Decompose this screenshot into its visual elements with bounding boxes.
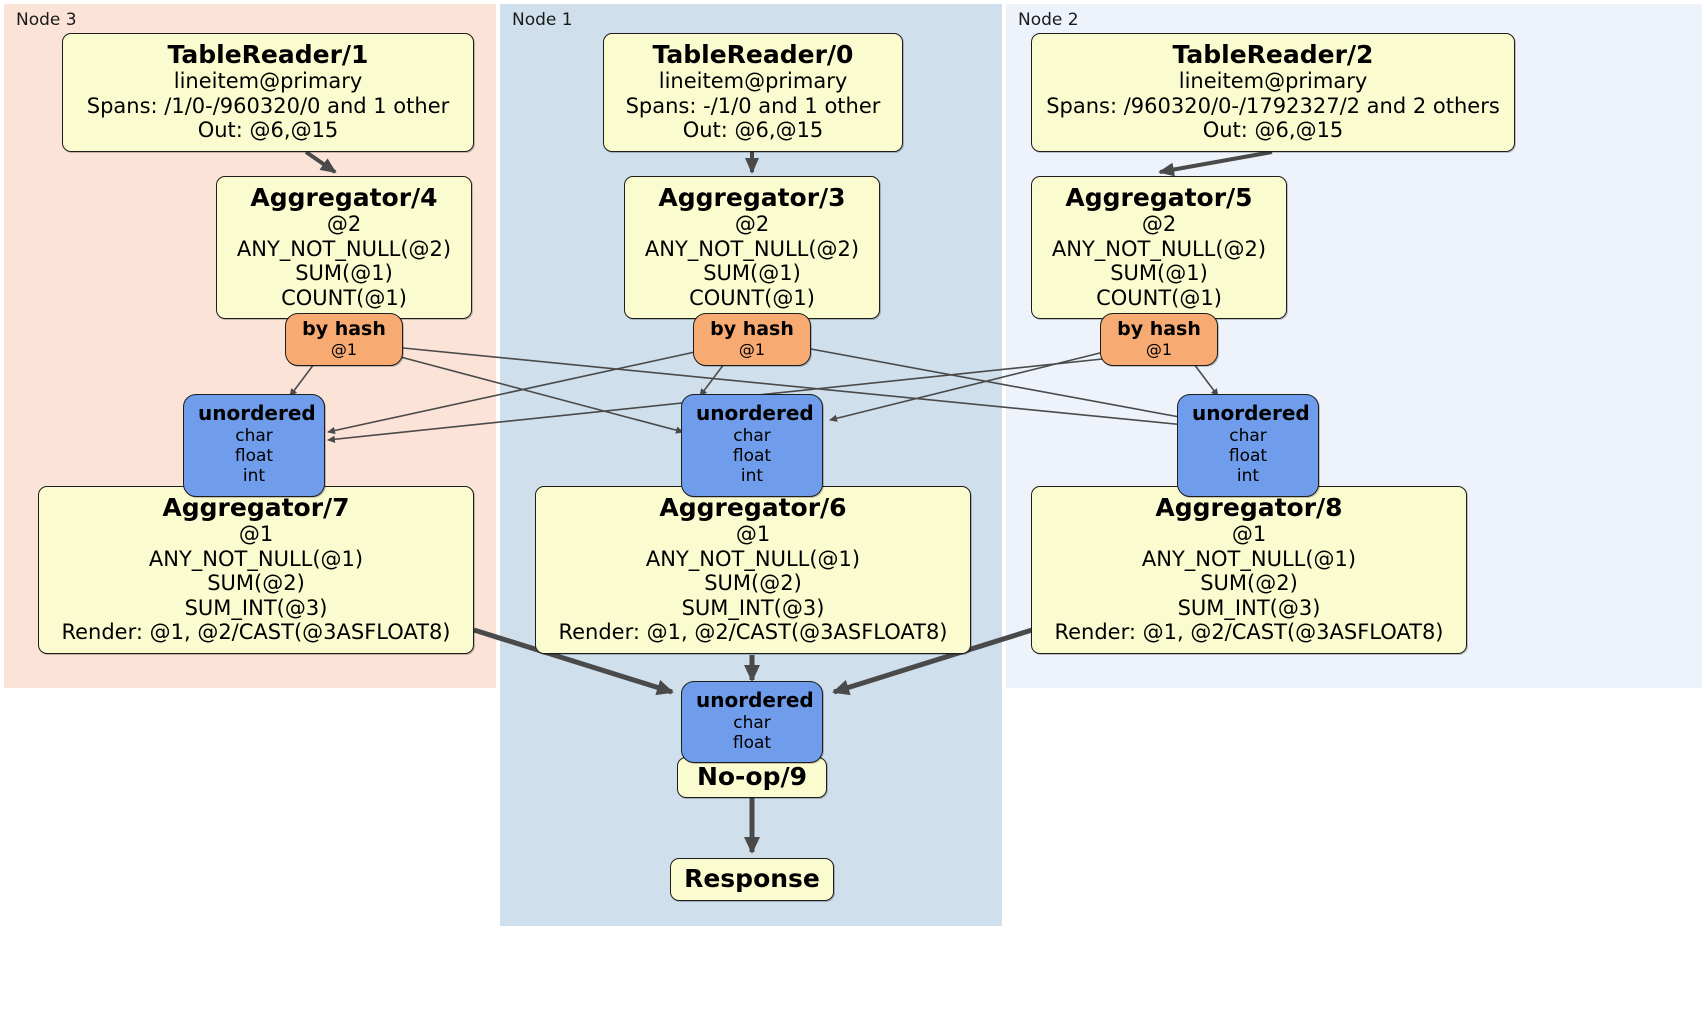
- router-line: int: [1236, 466, 1260, 487]
- processor-line: Out: @6,@15: [1202, 118, 1344, 143]
- processor-line: SUM_INT(@3): [681, 595, 825, 620]
- router-line: char: [733, 425, 771, 446]
- processor-title: Aggregator/8: [1155, 493, 1343, 522]
- processor-title: TableReader/2: [1172, 40, 1374, 69]
- processor-line: COUNT(@1): [281, 285, 407, 310]
- node-panel-label-node3: Node 3: [16, 10, 77, 30]
- processor-line: SUM(@1): [295, 261, 393, 286]
- router-line: int: [740, 466, 764, 487]
- processor-line: Render: @1, @2/CAST(@3ASFLOAT8): [558, 620, 948, 645]
- processor-line: COUNT(@1): [689, 285, 815, 310]
- router-title: unordered: [1192, 401, 1310, 425]
- router-line: char: [235, 425, 273, 446]
- processor-response[interactable]: Response: [670, 858, 834, 901]
- router-line: @1: [330, 339, 358, 359]
- router-title: unordered: [696, 688, 814, 712]
- router-line: float: [234, 445, 274, 466]
- processor-table-reader-1[interactable]: TableReader/1 lineitem@primary Spans: /1…: [62, 33, 474, 152]
- router-title: by hash: [710, 318, 794, 340]
- processor-aggregator-4[interactable]: Aggregator/4 @2 ANY_NOT_NULL(@2) SUM(@1)…: [216, 176, 472, 320]
- router-line: char: [733, 712, 771, 733]
- processor-line: Spans: /1/0-/960320/0 and 1 other: [86, 93, 450, 118]
- processor-line: SUM(@1): [1110, 261, 1208, 286]
- processor-line: ANY_NOT_NULL(@2): [1051, 236, 1267, 261]
- processor-line: Render: @1, @2/CAST(@3ASFLOAT8): [61, 620, 451, 645]
- processor-line: ANY_NOT_NULL(@2): [236, 236, 452, 261]
- processor-line: @1: [1231, 522, 1267, 546]
- processor-line: ANY_NOT_NULL(@1): [645, 546, 861, 571]
- router-line: float: [732, 732, 772, 753]
- router-unordered-right[interactable]: unordered char float int: [1177, 394, 1319, 497]
- router-line: @1: [1145, 339, 1173, 359]
- processor-title: No-op/9: [696, 762, 808, 791]
- router-by-hash-center[interactable]: by hash @1: [693, 313, 811, 367]
- processor-table-reader-0[interactable]: TableReader/0 lineitem@primary Spans: -/…: [603, 33, 903, 152]
- processor-line: @1: [735, 522, 771, 546]
- router-by-hash-right[interactable]: by hash @1: [1100, 313, 1218, 367]
- processor-line: @2: [734, 212, 770, 236]
- processor-line: SUM_INT(@3): [184, 595, 328, 620]
- processor-line: @2: [326, 212, 362, 236]
- processor-line: Spans: /960320/0-/1792327/2 and 2 others: [1046, 93, 1500, 118]
- router-line: char: [1229, 425, 1267, 446]
- processor-line: SUM_INT(@3): [1177, 595, 1321, 620]
- router-title: unordered: [198, 401, 316, 425]
- processor-line: Out: @6,@15: [682, 118, 824, 143]
- processor-table-reader-2[interactable]: TableReader/2 lineitem@primary Spans: /9…: [1031, 33, 1515, 152]
- processor-noop-9[interactable]: No-op/9: [677, 757, 827, 798]
- node-panel-label-node2: Node 2: [1018, 10, 1079, 30]
- processor-line: ANY_NOT_NULL(@2): [644, 236, 860, 261]
- router-by-hash-left[interactable]: by hash @1: [285, 313, 403, 367]
- node-panel-label-node1: Node 1: [512, 10, 573, 30]
- processor-aggregator-3[interactable]: Aggregator/3 @2 ANY_NOT_NULL(@2) SUM(@1)…: [624, 176, 880, 320]
- router-line: float: [1228, 445, 1268, 466]
- router-title: by hash: [302, 318, 386, 340]
- processor-line: Out: @6,@15: [197, 118, 339, 143]
- router-title: unordered: [696, 401, 814, 425]
- processor-title: Aggregator/7: [162, 493, 350, 522]
- processor-line: Render: @1, @2/CAST(@3ASFLOAT8): [1054, 620, 1444, 645]
- processor-title: TableReader/0: [652, 40, 854, 69]
- processor-line: @2: [1141, 212, 1177, 236]
- processor-title: TableReader/1: [167, 40, 369, 69]
- processor-line: ANY_NOT_NULL(@1): [148, 546, 364, 571]
- processor-line: lineitem@primary: [173, 69, 363, 93]
- processor-line: lineitem@primary: [1178, 69, 1368, 93]
- processor-line: @1: [238, 522, 274, 546]
- processor-line: SUM(@2): [1200, 571, 1298, 596]
- processor-aggregator-6[interactable]: Aggregator/6 @1 ANY_NOT_NULL(@1) SUM(@2)…: [535, 486, 971, 654]
- processor-title: Aggregator/4: [250, 183, 438, 212]
- processor-aggregator-8[interactable]: Aggregator/8 @1 ANY_NOT_NULL(@1) SUM(@2)…: [1031, 486, 1467, 654]
- processor-line: lineitem@primary: [658, 69, 848, 93]
- processor-line: COUNT(@1): [1096, 285, 1222, 310]
- processor-line: Spans: -/1/0 and 1 other: [625, 93, 881, 118]
- router-line: @1: [738, 339, 766, 359]
- router-title: by hash: [1117, 318, 1201, 340]
- router-unordered-center[interactable]: unordered char float int: [681, 394, 823, 497]
- router-unordered-final[interactable]: unordered char float: [681, 681, 823, 764]
- processor-line: ANY_NOT_NULL(@1): [1141, 546, 1357, 571]
- processor-aggregator-7[interactable]: Aggregator/7 @1 ANY_NOT_NULL(@1) SUM(@2)…: [38, 486, 474, 654]
- processor-line: SUM(@2): [207, 571, 305, 596]
- processor-title: Response: [684, 864, 820, 893]
- router-line: int: [242, 466, 266, 487]
- processor-line: SUM(@2): [704, 571, 802, 596]
- processor-aggregator-5[interactable]: Aggregator/5 @2 ANY_NOT_NULL(@2) SUM(@1)…: [1031, 176, 1287, 320]
- processor-line: SUM(@1): [703, 261, 801, 286]
- router-unordered-left[interactable]: unordered char float int: [183, 394, 325, 497]
- processor-title: Aggregator/5: [1065, 183, 1253, 212]
- processor-title: Aggregator/3: [658, 183, 846, 212]
- processor-title: Aggregator/6: [659, 493, 847, 522]
- router-line: float: [732, 445, 772, 466]
